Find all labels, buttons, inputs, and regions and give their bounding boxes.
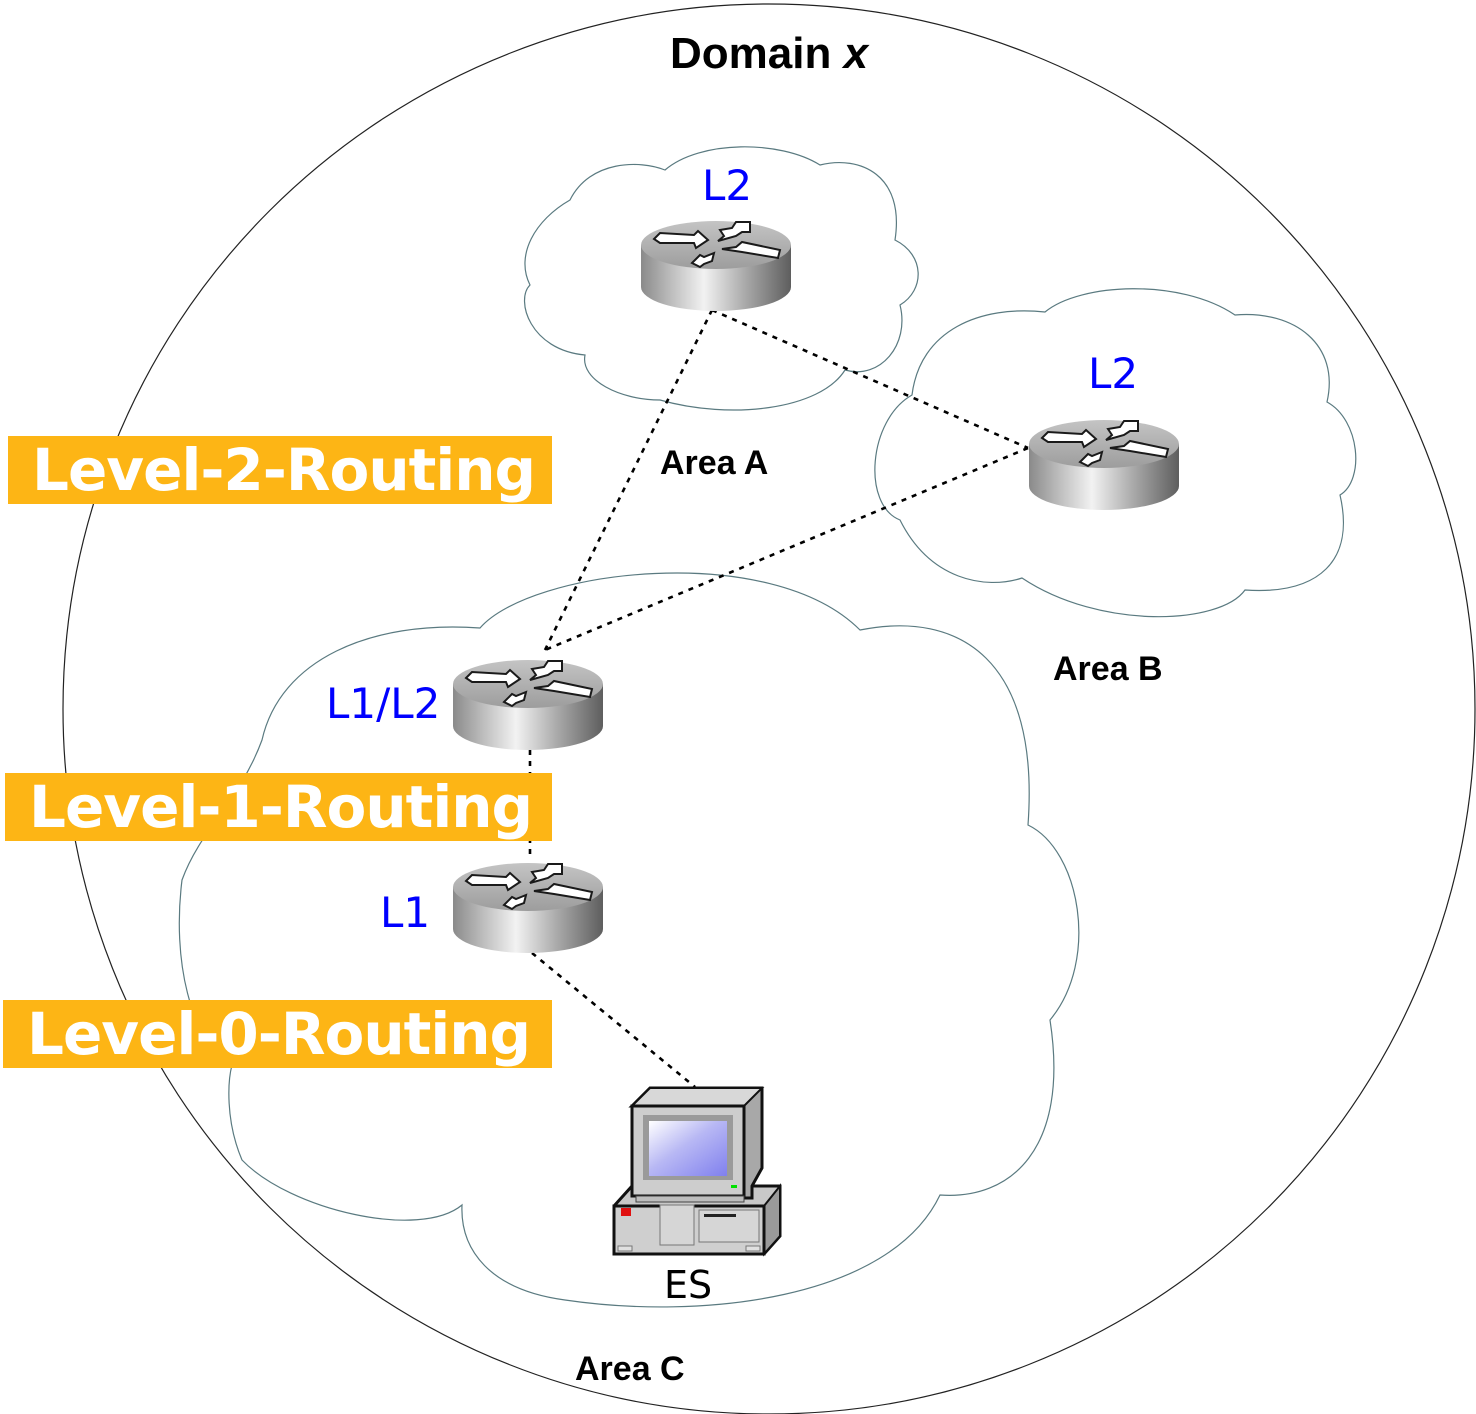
area-a-cloud (523, 146, 919, 411)
es-label: ES (664, 1263, 712, 1307)
link-ra-rb (711, 308, 1029, 450)
link-rc1-es (531, 951, 696, 1089)
area-b-cloud (874, 288, 1357, 618)
link-ra-rc12 (543, 309, 714, 651)
link-rb-rc12 (544, 446, 1029, 652)
router-label-l1: L1 (380, 888, 430, 937)
router-label-area-b: L2 (1088, 349, 1138, 398)
level-0-routing-label: Level-0-Routing (3, 1000, 552, 1068)
computer-icon-es[interactable] (612, 1086, 782, 1257)
router-label-l1l2: L1/L2 (326, 679, 440, 728)
area-a-label: Area A (660, 444, 768, 482)
area-b-label: Area B (1053, 650, 1163, 688)
domain-boundary (62, 3, 1476, 1414)
router-icon-area-a[interactable] (640, 220, 792, 312)
area-c-label: Area C (575, 1350, 685, 1388)
level-2-routing-label: Level-2-Routing (8, 436, 552, 504)
router-label-area-a: L2 (702, 161, 752, 210)
area-c-cloud (178, 572, 1080, 1308)
links (528, 308, 1029, 1089)
router-icon-area-b[interactable] (1028, 419, 1180, 511)
domain-title: Domain x (670, 29, 870, 78)
router-icon-l1[interactable] (452, 862, 604, 954)
router-icon-l1l2[interactable] (452, 659, 604, 751)
level-1-routing-label: Level-1-Routing (5, 773, 552, 841)
